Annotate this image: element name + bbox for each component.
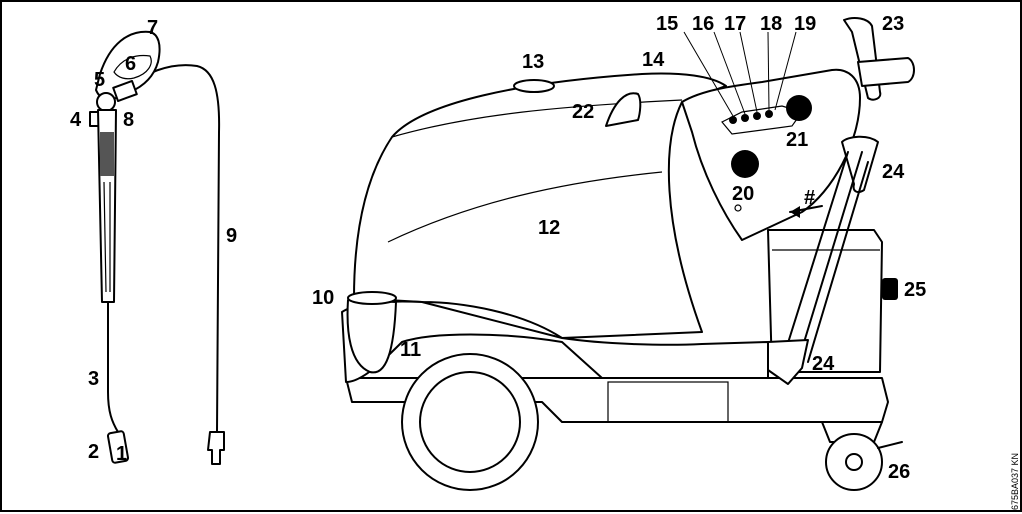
indicator-light-16: [741, 114, 749, 122]
callout-22: 22: [572, 101, 594, 123]
hose-outlet: [858, 58, 914, 86]
indicator-light-15: [729, 116, 737, 124]
callout-7: 7: [147, 17, 158, 39]
gun-pivot: [97, 93, 115, 111]
callout-24-lower: 24: [812, 353, 835, 375]
hose-coupling: [208, 432, 224, 464]
callout-15: 15: [656, 13, 678, 35]
main-hood: [354, 74, 726, 339]
callout-25: 25: [904, 279, 926, 301]
callout-4: 4: [70, 109, 82, 131]
callout-hash: #: [804, 187, 815, 209]
callout-23: 23: [882, 13, 904, 35]
callout-9: 9: [226, 225, 237, 247]
machine: [342, 18, 914, 490]
control-panel: [682, 70, 860, 240]
callout-2: 2: [88, 441, 99, 463]
callout-6: 6: [125, 53, 136, 75]
grip-texture: [100, 132, 114, 176]
callout-21: 21: [786, 129, 808, 151]
indicator-light-18: [765, 110, 773, 118]
detergent-cap[interactable]: [348, 292, 396, 304]
callout-11: 11: [400, 339, 421, 361]
caster-hub: [846, 454, 862, 470]
callout-20: 20: [732, 183, 754, 205]
callout-12: 12: [538, 217, 560, 239]
front-wheel-rim: [420, 372, 520, 472]
callout-18: 18: [760, 13, 782, 35]
callout-3: 3: [88, 368, 99, 390]
spray-lance: [108, 302, 118, 432]
document-id: 675BA037 KN: [1010, 453, 1020, 510]
callout-10: 10: [312, 287, 334, 309]
callout-14: 14: [642, 49, 665, 71]
callout-19: 19: [794, 13, 816, 35]
pressure-knob[interactable]: [786, 95, 812, 121]
callout-5: 5: [94, 69, 105, 91]
fuel-filler-cap[interactable]: [514, 80, 554, 92]
callout-17: 17: [724, 13, 746, 35]
callout-26: 26: [888, 461, 910, 483]
indicator-light-17: [753, 112, 761, 120]
caster-brake-lever[interactable]: [878, 442, 902, 448]
callout-13: 13: [522, 51, 544, 73]
callout-1: 1: [116, 443, 127, 465]
hose-hook-upper[interactable]: [842, 137, 878, 192]
drain-knob[interactable]: [882, 278, 898, 300]
callout-24-upper: 24: [882, 161, 905, 183]
callout-8: 8: [123, 109, 134, 131]
callout-16: 16: [692, 13, 714, 35]
high-pressure-hose: [120, 65, 219, 432]
temperature-knob[interactable]: [731, 150, 759, 178]
trigger-gun: [90, 32, 224, 464]
